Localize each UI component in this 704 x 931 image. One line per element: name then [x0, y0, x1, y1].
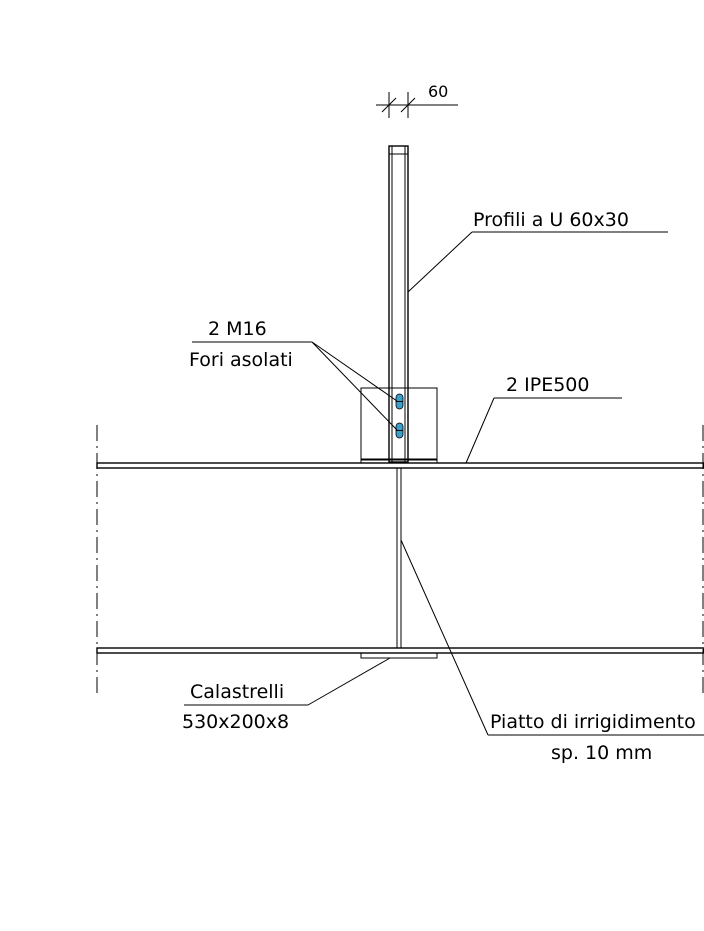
connection-plate — [360, 387, 438, 461]
label-bolts-line1: 2 M16 — [208, 318, 267, 340]
ipe500-bottom-flange — [96, 647, 704, 654]
leader-calastrelli: Calastrelli 530x200x8 — [182, 657, 391, 733]
leader-profili: Profili a U 60x30 — [407, 209, 668, 293]
leader-beams: 2 IPE500 — [465, 374, 622, 464]
ipe500-top-flange — [96, 462, 704, 469]
dimension-value: 60 — [428, 82, 448, 101]
leader-piatto: Piatto di irrigidimento sp. 10 mm — [400, 539, 704, 764]
dimension-60: 60 — [376, 82, 458, 118]
label-calastrelli-line1: Calastrelli — [190, 681, 284, 703]
calastrelli-batten — [360, 652, 438, 659]
label-profili: Profili a U 60x30 — [473, 209, 629, 231]
label-beams: 2 IPE500 — [506, 374, 589, 396]
label-bolts-line2: Fori asolati — [189, 349, 293, 371]
bolt-top — [395, 393, 404, 410]
label-calastrelli-line2: 530x200x8 — [182, 711, 289, 733]
u-channel-column — [388, 145, 409, 463]
leader-bolts: 2 M16 Fori asolati — [189, 318, 398, 431]
bolt-bottom — [395, 422, 404, 439]
label-piatto-line2: sp. 10 mm — [551, 742, 652, 764]
stiffener-plate — [396, 467, 402, 649]
label-piatto-line1: Piatto di irrigidimento — [490, 711, 696, 733]
